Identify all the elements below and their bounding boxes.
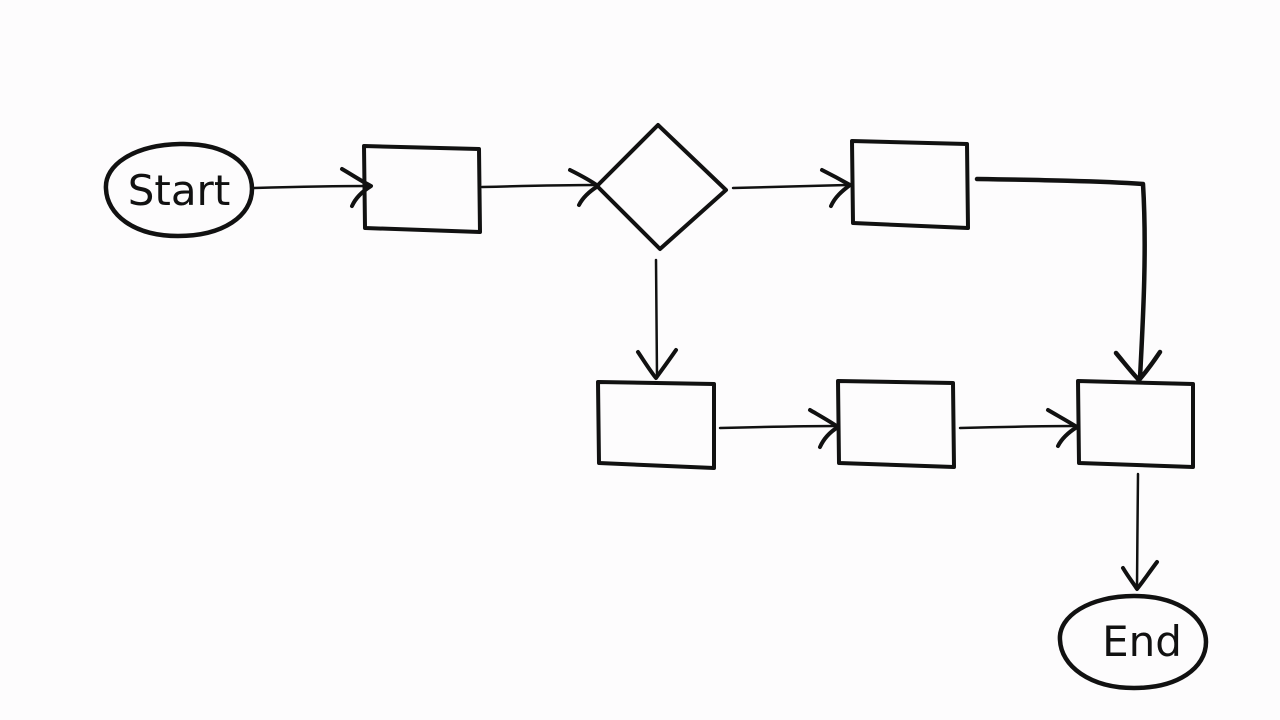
process-2-box: [850, 139, 970, 230]
edge-decision-to-process-2: [731, 168, 852, 208]
arrowhead-icon: [340, 167, 373, 208]
arrowhead-icon: [568, 168, 600, 207]
connector-line: [252, 184, 371, 190]
connector-line: [958, 424, 1077, 430]
connector-line: [1135, 472, 1140, 589]
edge-process-1-to-decision: [480, 168, 600, 207]
edge-process-3-to-process-4: [718, 408, 840, 449]
node-process-1: [362, 144, 482, 234]
decision-diamond: [595, 123, 728, 251]
connector-line: [974, 176, 1147, 381]
process-4-box: [836, 379, 956, 469]
arrowhead-icon: [820, 168, 852, 208]
edge-decision-to-process-3: [636, 258, 678, 380]
node-end: End: [1057, 593, 1209, 691]
edge-process-4-to-process-5: [958, 408, 1079, 448]
process-5-box: [1076, 379, 1195, 469]
arrowhead-icon: [1121, 560, 1159, 591]
connector-line: [654, 258, 659, 378]
arrowhead-icon: [1113, 349, 1163, 383]
arrowhead-icon: [1046, 408, 1079, 448]
edge-process-5-to-end: [1121, 472, 1159, 591]
node-decision: [595, 123, 728, 251]
connector-line: [480, 183, 598, 189]
node-process-5: [1076, 379, 1195, 469]
arrowhead-icon: [636, 348, 678, 380]
node-start: Start: [103, 141, 255, 239]
connector-line: [731, 183, 849, 190]
node-process-2: [850, 139, 970, 230]
edge-process-2-to-process-5: [974, 176, 1163, 383]
end-terminator-shape: [1057, 593, 1209, 691]
start-label: Start: [128, 166, 231, 215]
process-3-box: [596, 380, 716, 470]
edge-start-to-process-1: [252, 167, 373, 208]
node-process-4: [836, 379, 956, 469]
start-terminator-shape: [103, 141, 255, 239]
connector-line: [718, 424, 837, 430]
node-process-3: [596, 380, 716, 470]
end-label: End: [1102, 617, 1182, 666]
arrowhead-icon: [808, 408, 840, 449]
process-1-box: [362, 144, 482, 234]
